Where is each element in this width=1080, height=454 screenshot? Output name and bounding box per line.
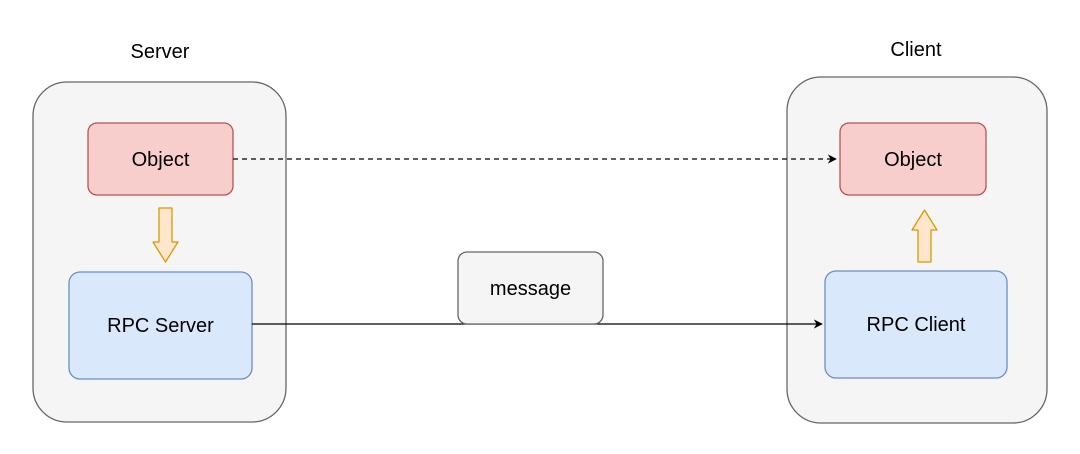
- message-box[interactable]: [457, 251, 604, 325]
- server-object-label: Object: [132, 149, 190, 171]
- client-object-label: Object: [884, 149, 942, 171]
- client-title: Client: [890, 39, 942, 61]
- up-arrow-icon: [911, 209, 938, 263]
- rpc-server-label: RPC Server: [107, 315, 214, 337]
- message-group: message: [457, 251, 604, 325]
- client-object-box[interactable]: [839, 122, 987, 196]
- client-group: Client Object RPC Client: [786, 39, 1048, 424]
- rpc-server-box[interactable]: [68, 271, 253, 380]
- rpc-client-label: RPC Client: [867, 314, 966, 336]
- rpc-client-box[interactable]: [824, 270, 1008, 379]
- server-title: Server: [131, 41, 190, 63]
- message-label: message: [490, 278, 571, 300]
- down-arrow-icon: [152, 207, 179, 263]
- server-group: Server Object RPC Server: [32, 41, 287, 423]
